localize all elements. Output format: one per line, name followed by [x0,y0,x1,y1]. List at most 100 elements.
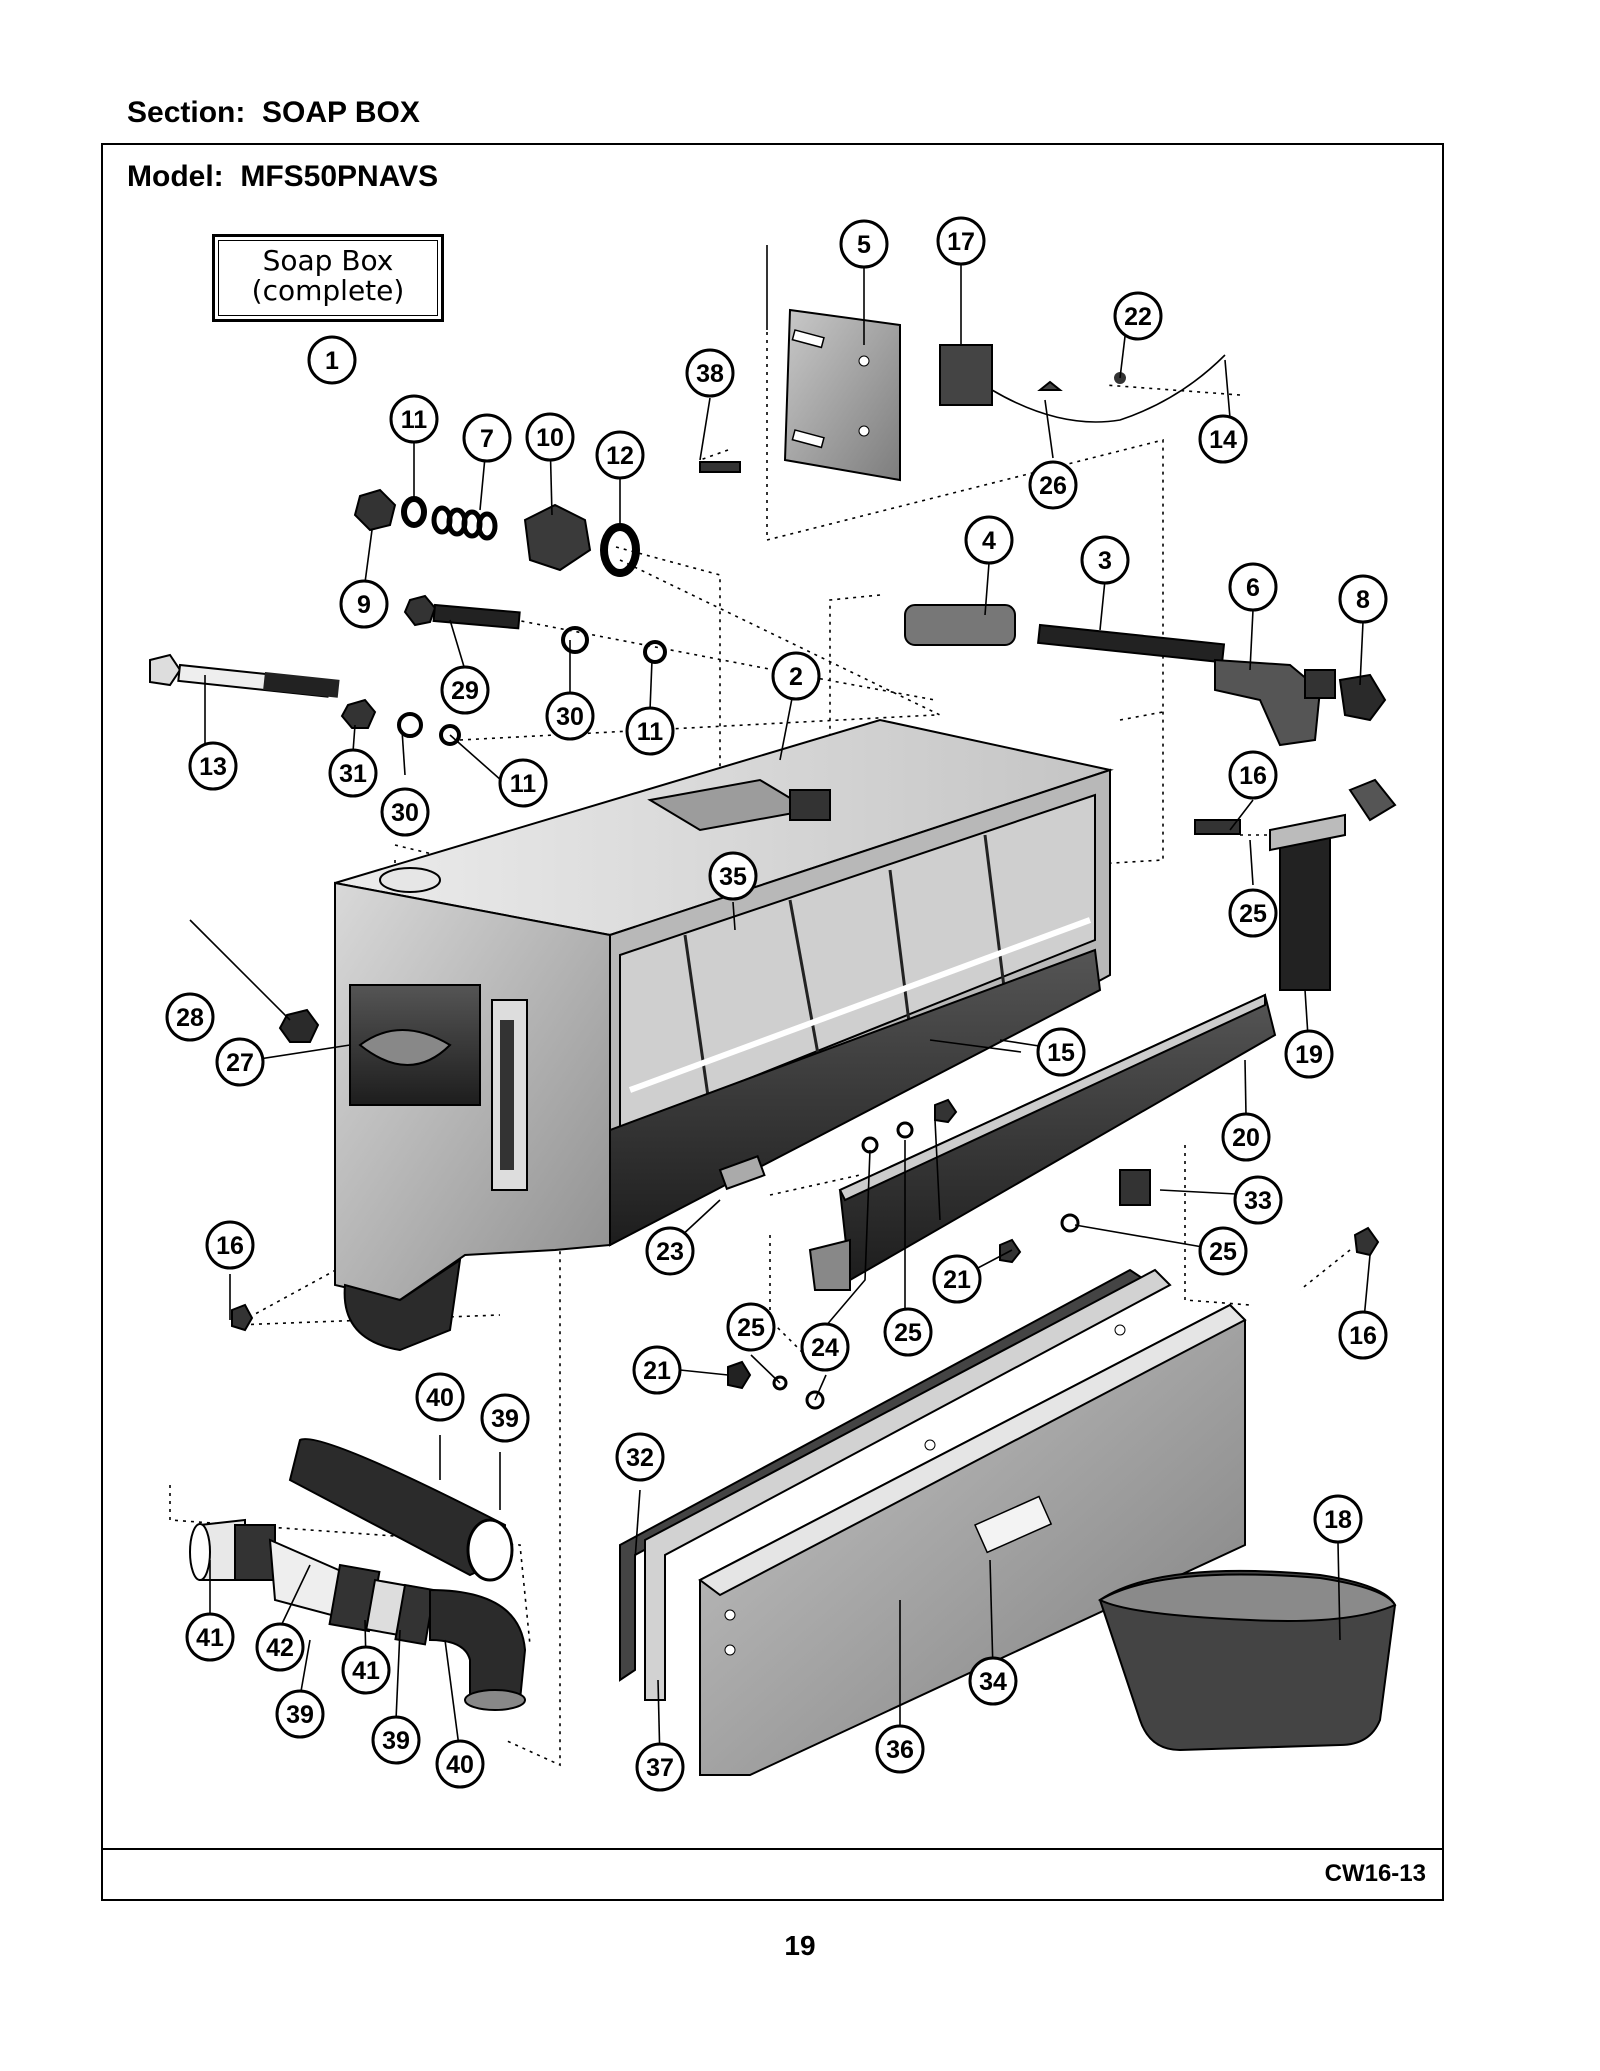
callout-11a: 11 [389,394,439,444]
diagram-frame [101,143,1444,1901]
svg-text:20: 20 [1232,1124,1260,1152]
section-value: SOAP BOX [262,96,420,129]
model-header: Model: MFS50PNAVS [127,160,438,194]
svg-text:8: 8 [1356,586,1370,614]
svg-text:39: 39 [286,1701,314,1729]
callout-25c: 25 [883,1307,933,1357]
callout-38: 38 [685,348,735,398]
callout-39c: 39 [371,1715,421,1765]
svg-text:23: 23 [656,1238,684,1266]
callout-36: 36 [875,1724,925,1774]
svg-text:18: 18 [1324,1506,1352,1534]
callout-18: 18 [1313,1494,1363,1544]
callout-24: 24 [800,1322,850,1372]
svg-text:3: 3 [1098,547,1112,575]
svg-text:21: 21 [643,1357,671,1385]
side-bracket [231,778,1397,1410]
svg-text:33: 33 [1244,1187,1272,1215]
model-value: MFS50PNAVS [240,160,439,193]
callout-9: 9 [339,579,389,629]
callout-15: 15 [1036,1027,1086,1077]
callout-39a: 39 [480,1393,530,1443]
callout-3: 3 [1080,535,1130,585]
soap-box-title-box: Soap Box (complete) [212,234,444,322]
callout-29: 29 [440,665,490,715]
callout-25d: 25 [726,1302,776,1352]
callout-35: 35 [708,851,758,901]
callout-40b: 40 [435,1739,485,1789]
svg-text:26: 26 [1039,472,1067,500]
shaft-assembly [904,604,1387,747]
svg-text:2: 2 [789,663,803,691]
callout-42: 42 [255,1622,305,1672]
svg-text:39: 39 [382,1727,410,1755]
svg-text:37: 37 [646,1754,674,1782]
callout-13: 13 [188,741,238,791]
svg-text:12: 12 [606,442,634,470]
svg-text:41: 41 [352,1657,380,1685]
callout-41b: 41 [341,1645,391,1695]
svg-text:38: 38 [696,360,724,388]
callout-31: 31 [328,748,378,798]
section-label: Section: [127,96,246,129]
callout-26: 26 [1028,460,1078,510]
svg-text:34: 34 [979,1668,1007,1696]
svg-text:24: 24 [811,1334,839,1362]
svg-text:42: 42 [266,1634,294,1662]
svg-text:11: 11 [510,770,537,798]
callout-16a: 16 [1228,750,1278,800]
fastener-row [149,461,741,1043]
callout-30a: 30 [545,691,595,741]
lower-plates [619,1268,1247,1776]
callout-37: 37 [635,1742,685,1792]
svg-text:17: 17 [947,228,975,256]
svg-text:21: 21 [943,1266,971,1294]
callout-22: 22 [1113,291,1163,341]
callout-12: 12 [595,430,645,480]
page-number: 19 [784,1930,816,1961]
svg-text:40: 40 [446,1751,474,1779]
callout-41a: 41 [185,1612,235,1662]
svg-text:22: 22 [1124,303,1152,331]
svg-text:19: 19 [1295,1041,1323,1069]
callout-2: 2 [771,651,821,701]
hose-assembly [189,1438,527,1711]
svg-text:9: 9 [357,591,371,619]
svg-text:5: 5 [857,231,871,259]
svg-text:1: 1 [325,347,339,375]
callout-11b: 11 [625,706,675,756]
svg-text:29: 29 [451,677,479,705]
callout-21a: 21 [932,1254,982,1304]
svg-text:35: 35 [719,863,747,891]
callout-27: 27 [215,1037,265,1087]
callout-25a: 25 [1228,888,1278,938]
svg-text:40: 40 [426,1384,454,1412]
svg-text:30: 30 [556,703,584,731]
svg-text:14: 14 [1209,426,1237,454]
model-label: Model: [127,160,224,193]
soap-box-body [334,718,1114,1352]
callout-25b: 25 [1198,1226,1248,1276]
callout-8: 8 [1338,574,1388,624]
svg-text:36: 36 [886,1736,914,1764]
callout-20: 20 [1221,1112,1271,1162]
svg-text:11: 11 [401,406,428,434]
diagram-reference-code: CW16-13 [1324,1860,1426,1887]
callout-16b: 16 [205,1220,255,1270]
callout-6: 6 [1228,562,1278,612]
svg-text:7: 7 [480,425,494,453]
svg-text:4: 4 [982,527,996,555]
callout-33: 33 [1233,1175,1283,1225]
footer-divider [101,1848,1444,1850]
svg-text:41: 41 [196,1624,224,1652]
svg-text:25: 25 [1239,900,1267,928]
callout-17: 17 [936,216,986,266]
callout-32: 32 [615,1432,665,1482]
callout-11c: 11 [498,758,548,808]
svg-text:6: 6 [1246,574,1260,602]
svg-text:31: 31 [339,760,367,788]
callout-1: 1 [307,335,357,385]
svg-text:25: 25 [894,1319,922,1347]
svg-text:11: 11 [637,718,664,746]
svg-text:16: 16 [1239,762,1267,790]
